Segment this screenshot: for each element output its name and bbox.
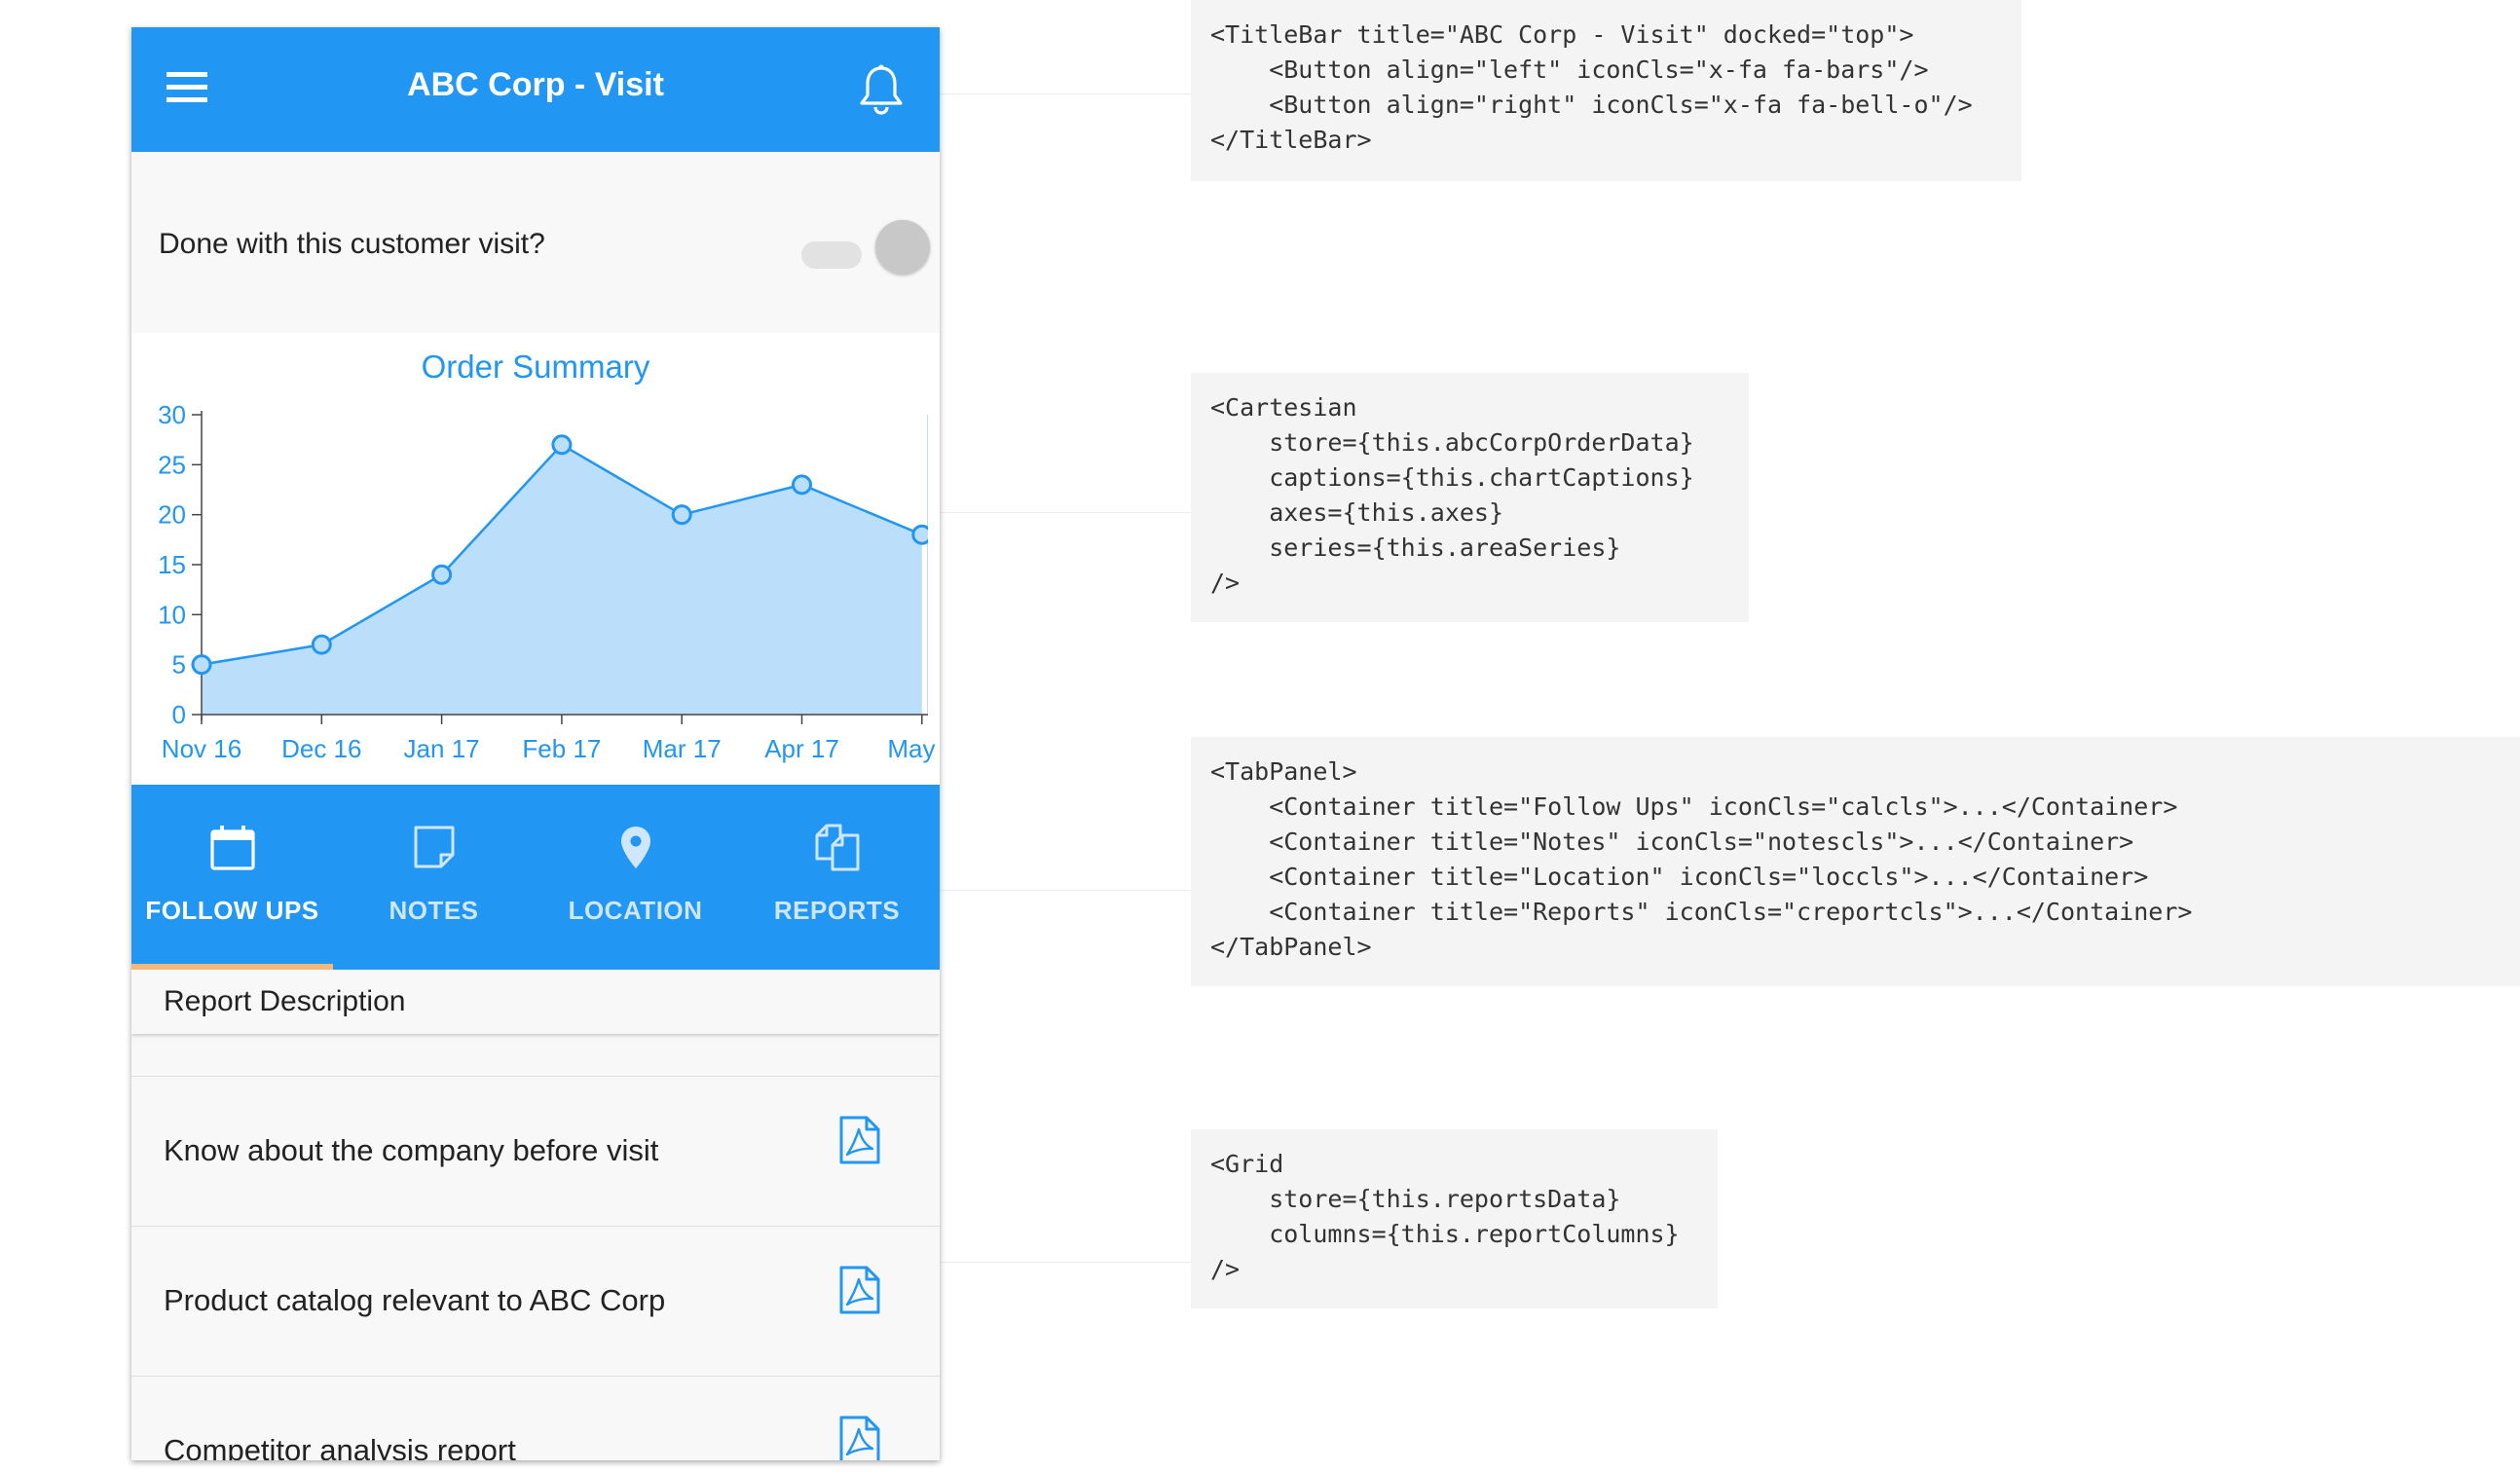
chart-title: Order Summary <box>422 349 650 385</box>
chart-y-axis: 0 5 10 15 20 25 30 <box>158 400 203 729</box>
code-block-cartesian: <Cartesian store={this.abcCorpOrderData}… <box>1191 373 1749 622</box>
toggle-track <box>801 241 862 269</box>
copy-icon <box>815 824 859 871</box>
chart-point[interactable] <box>311 634 332 655</box>
toggle-knob <box>875 220 930 275</box>
note-icon <box>414 826 454 868</box>
chart-point[interactable] <box>911 524 931 545</box>
pdf-icon[interactable] <box>839 1416 880 1460</box>
chart-point[interactable] <box>671 504 692 526</box>
chart-point[interactable] <box>792 474 812 496</box>
table-row[interactable]: Competitor analysis report <box>131 1377 940 1460</box>
page-title: ABC Corp - Visit <box>407 66 664 103</box>
y-tick-label: 30 <box>158 400 186 429</box>
tab-label: REPORTS <box>773 896 901 925</box>
y-tick-label: 20 <box>158 500 186 530</box>
chart-point[interactable] <box>191 654 212 676</box>
order-summary-chart: Order Summary 0 5 10 15 20 25 30 Nov 16 Dec 16 J… <box>131 333 940 785</box>
guide-line-grid <box>940 1262 1232 1263</box>
x-tick-label: Dec 16 <box>281 734 361 763</box>
grid-column-header-label: Report Description <box>164 985 406 1017</box>
guide-line-chart <box>940 512 1232 513</box>
visit-done-row: Done with this customer visit? <box>131 152 940 333</box>
chart-point[interactable] <box>431 564 453 585</box>
code-block-grid: <Grid store={this.reportsData} columns={… <box>1191 1129 1718 1308</box>
table-row[interactable]: Know about the company before visit <box>131 1077 940 1227</box>
y-tick-label: 5 <box>172 650 186 680</box>
row-description: Know about the company before visit <box>164 1133 659 1167</box>
x-tick-label: Feb 17 <box>522 734 601 763</box>
bell-icon[interactable] <box>858 64 905 115</box>
map-pin-icon <box>620 827 650 868</box>
visit-done-label: Done with this customer visit? <box>159 228 545 260</box>
chart-point[interactable] <box>551 434 573 456</box>
tab-follow-ups[interactable]: FOLLOW UPS <box>131 785 333 970</box>
chart-area-fill <box>202 444 922 715</box>
reports-grid: Report Description Know about the compan… <box>131 970 940 1460</box>
tab-label: FOLLOW UPS <box>145 896 319 925</box>
x-tick-label: Mar 17 <box>643 734 722 763</box>
tab-label: LOCATION <box>568 896 703 925</box>
x-tick-label: Nov 16 <box>162 734 241 763</box>
chart-x-axis: Nov 16 Dec 16 Jan 17 Feb 17 Mar 17 Apr 17 May … <box>162 714 940 763</box>
grid-column-header[interactable]: Report Description <box>131 970 940 1034</box>
tab-location[interactable]: LOCATION <box>535 785 736 970</box>
y-tick-label: 0 <box>172 700 186 729</box>
visit-done-toggle[interactable] <box>745 220 930 278</box>
y-tick-label: 10 <box>158 600 186 629</box>
x-tick-label: May 1 <box>887 734 940 763</box>
title-bar: ABC Corp - Visit <box>131 27 940 152</box>
pdf-icon[interactable] <box>839 1266 880 1314</box>
y-tick-label: 25 <box>158 450 186 479</box>
tab-bar: FOLLOW UPS NOTES LOCATION <box>131 785 940 970</box>
x-tick-label: Apr 17 <box>764 734 839 763</box>
active-tab-indicator <box>131 964 333 970</box>
chart-area <box>201 415 928 715</box>
tab-reports[interactable]: REPORTS <box>736 785 938 970</box>
calendar-icon <box>209 826 255 870</box>
row-description: Competitor analysis report <box>164 1433 516 1460</box>
x-tick-label: Jan 17 <box>404 734 480 763</box>
y-tick-label: 15 <box>158 550 186 579</box>
phone-screen: ABC Corp - Visit Done with this customer… <box>131 27 940 1460</box>
chart-svg: Order Summary 0 5 10 15 20 25 30 Nov 16 Dec 16 J… <box>158 349 940 763</box>
row-description: Product catalog relevant to ABC Corp <box>164 1283 666 1317</box>
tab-notes[interactable]: NOTES <box>333 785 535 970</box>
guide-line-tabs <box>940 890 1232 891</box>
code-block-titlebar: <TitleBar title="ABC Corp - Visit" docke… <box>1191 0 2021 181</box>
chart-points <box>191 434 931 676</box>
code-block-tabpanel: <TabPanel> <Container title="Follow Ups"… <box>1191 737 2520 986</box>
guide-line-titlebar <box>940 93 1232 94</box>
pdf-icon[interactable] <box>839 1116 880 1164</box>
tab-label: NOTES <box>389 896 479 925</box>
hamburger-icon[interactable] <box>167 70 207 105</box>
table-row[interactable]: Product catalog relevant to ABC Corp <box>131 1227 940 1377</box>
